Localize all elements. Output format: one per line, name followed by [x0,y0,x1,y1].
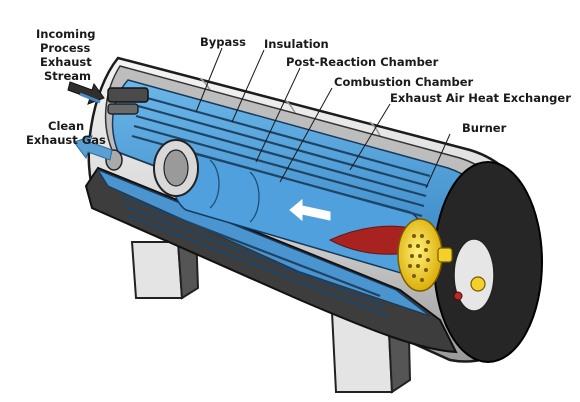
svg-text:Exhaust Gas: Exhaust Gas [26,133,106,147]
label-clean-exhaust-gas: Clean Exhaust Gas [26,119,106,147]
label-insulation: Insulation [264,37,329,51]
svg-text:Clean: Clean [48,119,84,133]
end-cap [433,161,543,363]
svg-text:Process: Process [40,41,90,55]
svg-text:Stream: Stream [44,69,91,83]
svg-text:Exhaust: Exhaust [40,55,92,69]
svg-text:Incoming: Incoming [36,27,96,41]
label-incoming-process-exhaust-stream: Incoming Process Exhaust Stream [36,27,96,83]
burner-assembly [397,218,486,301]
label-exhaust-air-heat-exchanger: Exhaust Air Heat Exchanger [390,91,571,105]
incoming-flow-arrow-icon [67,81,105,105]
label-bypass: Bypass [200,35,246,49]
label-combustion-chamber: Combustion Chamber [334,75,474,89]
bypass-pipe [107,87,149,115]
internal-flow-arrow-icon [289,198,331,222]
label-burner: Burner [462,121,507,135]
clean-flow-arrow-icon [73,135,113,161]
leader-lines [195,47,451,189]
label-post-reaction-chamber: Post-Reaction Chamber [286,55,439,69]
heat-exchanger-tubes [119,94,431,318]
